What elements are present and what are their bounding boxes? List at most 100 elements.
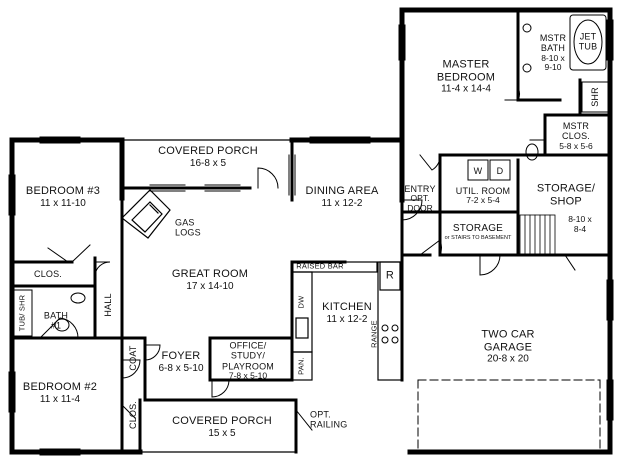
hall-label: HALL	[103, 293, 113, 316]
fixture-name: RAISED BAR	[296, 261, 344, 271]
office-label: OFFICE/ STUDY/ PLAYROOM 7-8 x 5-10	[222, 341, 274, 382]
entry-label: ENTRY OPT. DOOR	[404, 184, 435, 214]
room-name: STORAGE/	[536, 182, 596, 195]
washer-text: W	[473, 165, 483, 176]
coat-closet-label: COAT	[128, 345, 138, 370]
master-closet-label: MSTR CLOS. 5-8 x 5-6	[559, 121, 593, 151]
room-name: HALL	[102, 293, 113, 317]
fixture-name: RANGE	[369, 320, 379, 348]
bedroom2-label: BEDROOM #2 11 x 11-4	[23, 381, 97, 405]
room-name: FOYER	[161, 349, 201, 362]
room-name-line2: BATH	[540, 43, 566, 54]
room-name-line2: CLOS.	[561, 131, 591, 142]
bath1-fixtures	[13, 289, 86, 337]
room-name: GREAT ROOM	[171, 267, 249, 280]
fixture-name: SHR	[589, 87, 600, 107]
room-dims: 7-2 x 5-4	[466, 195, 500, 206]
master-bedroom-label: MASTER BEDROOM 11-4 x 14-4	[437, 59, 495, 96]
fixture-name-line2: LOGS	[175, 228, 201, 238]
porch-outlines	[121, 139, 297, 453]
room-name: CLOS.	[33, 268, 63, 279]
room-name-line2: GARAGE	[483, 341, 533, 354]
room-name: BEDROOM #2	[22, 380, 98, 393]
dryer-text: D	[496, 165, 504, 176]
covered-porch-top-label: COVERED PORCH 16-8 x 5	[158, 145, 258, 169]
gas-logs-label: GAS LOGS	[175, 218, 201, 239]
room-dims: 16-8 x 5	[189, 157, 227, 169]
room-name: COAT	[127, 345, 138, 371]
storage-shop-dims: 8-10 x 8-4	[568, 214, 592, 235]
fixture-name: JET	[579, 31, 597, 42]
storage-shop-label: STORAGE/ SHOP	[537, 182, 595, 207]
room-name-line2: BEDROOM	[436, 71, 496, 84]
covered-porch-bottom-label: COVERED PORCH 15 x 5	[172, 415, 272, 439]
opt-railing-label: OPT. RAILING	[310, 410, 347, 431]
fixture-name-line2: TUB	[578, 42, 598, 52]
room-dims: 15 x 5	[208, 427, 236, 439]
dishwasher-label: DW	[296, 295, 307, 309]
room-name: UTIL. ROOM	[455, 185, 511, 196]
room-name: MSTR	[562, 120, 590, 131]
room-name: MASTER	[442, 58, 490, 71]
room-dims: 8-10 x	[541, 52, 565, 63]
master-shower-label: SHR	[590, 87, 600, 107]
closet-b2-label: CLOS.	[128, 401, 138, 429]
utility-room-label: UTIL. ROOM 7-2 x 5-4	[456, 186, 511, 206]
room-dims-line2: 9-10	[544, 62, 562, 73]
room-dims: 11 x 11-4	[39, 393, 81, 405]
bath1-tub-label: TUB/ SHR	[17, 294, 28, 332]
fixture-name: DW	[296, 295, 306, 309]
kitchen-counters	[291, 261, 403, 381]
washer-label: W	[474, 166, 483, 176]
closet-b3-label: CLOS.	[34, 269, 62, 279]
room-name: BATH	[43, 310, 69, 321]
room-name: STORAGE	[452, 223, 504, 235]
two-car-garage-label: TWO CAR GARAGE 20-8 x 20	[481, 329, 534, 366]
room-dims: 7-8 x 5-10	[228, 370, 268, 381]
room-note: or STAIRS TO BASEMENT	[444, 234, 512, 241]
storage-label: STORAGE or STAIRS TO BASEMENT	[445, 223, 512, 241]
washer-dryer-boxes	[467, 159, 511, 181]
kitchen-label: KITCHEN 11 x 12-2	[322, 301, 372, 325]
room-dims: 5-8 x 5-6	[559, 140, 593, 151]
room-name-line2: SHOP	[550, 195, 582, 207]
foyer-label: FOYER 6-8 x 5-10	[158, 350, 203, 374]
dryer-label: D	[497, 166, 504, 176]
master-bath-label: MSTR BATH 8-10 x 9-10	[540, 33, 566, 73]
garage-door	[417, 379, 601, 453]
room-name-line2: STUDY/	[230, 350, 266, 361]
raised-bar-label: RAISED BAR	[296, 261, 344, 272]
pantry-label: PAN.	[296, 357, 307, 375]
stairs	[519, 214, 556, 256]
room-name: DINING AREA	[305, 184, 379, 197]
exterior-walls	[9, 7, 613, 455]
bath1-label: BATH #1	[44, 311, 68, 332]
jet-tub-label: JET TUB	[579, 32, 598, 53]
room-name: PAN.	[296, 357, 306, 375]
room-name: MSTR	[539, 32, 567, 43]
room-name-line3: PLAYROOM	[222, 361, 274, 372]
room-dims: 20-8 x 20	[487, 353, 529, 365]
room-name: CLOS.	[127, 400, 138, 430]
room-dims: 8-10 x	[568, 214, 592, 225]
room-dims: 11 x 12-2	[321, 197, 363, 209]
fixture-name: GAS	[175, 217, 195, 228]
room-name: COVERED PORCH	[158, 144, 258, 157]
room-name: OFFICE/	[229, 340, 267, 351]
room-name: COVERED PORCH	[172, 414, 272, 427]
great-room-label: GREAT ROOM 17 x 14-10	[172, 268, 248, 292]
windows	[8, 19, 614, 456]
room-name: KITCHEN	[322, 300, 372, 313]
room-name-line2: #1	[50, 321, 62, 331]
room-name: BEDROOM #3	[25, 184, 101, 197]
refrigerator-label: R	[386, 270, 394, 283]
room-name: ENTRY	[404, 184, 436, 195]
room-dims: 11-4 x 14-4	[441, 83, 491, 95]
range-burners	[381, 324, 399, 344]
range-label: RANGE	[369, 320, 380, 348]
fixture-name: TUB/ SHR	[17, 294, 27, 332]
room-note: OPT.	[410, 193, 430, 204]
master-bath-fixtures	[522, 14, 609, 161]
note-text: OPT.	[310, 409, 331, 420]
